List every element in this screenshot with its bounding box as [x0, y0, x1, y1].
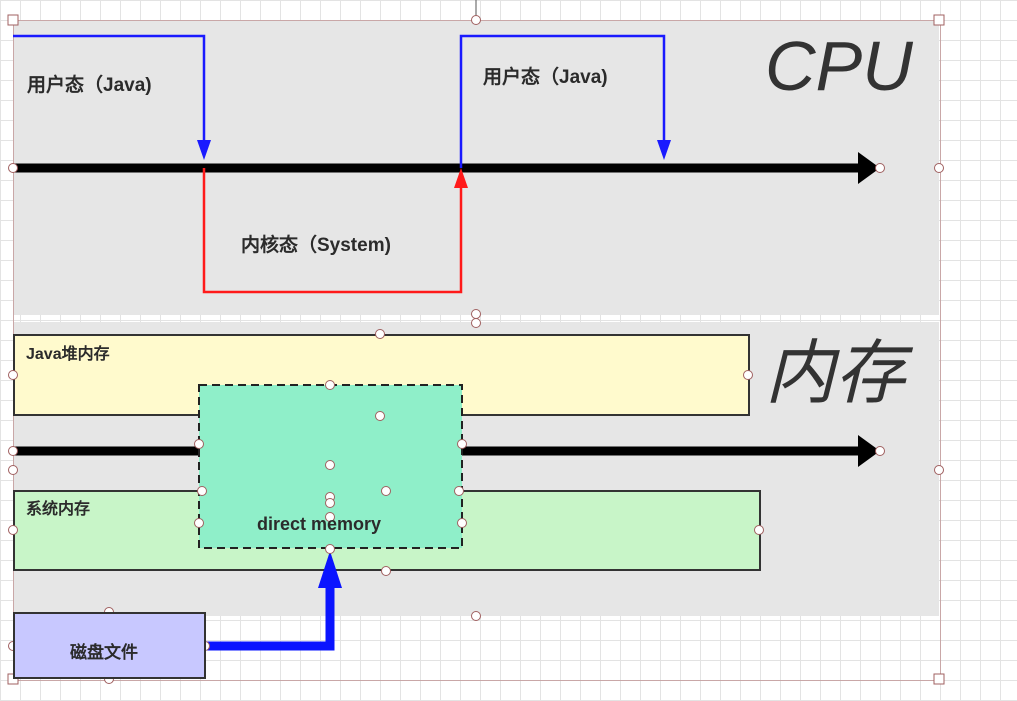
- user-mode-left-label: 用户态（Java): [27, 75, 152, 96]
- system-memory-label: 系统内存: [26, 501, 91, 518]
- disk-arrow: [205, 580, 335, 651]
- kernel-path-arrowhead: [454, 168, 468, 188]
- disk-arrow-arrowhead: [318, 551, 342, 588]
- kernel-path: [202, 168, 463, 294]
- java-heap-label: Java堆内存: [26, 346, 110, 363]
- disk-file-box[interactable]: [13, 612, 206, 679]
- disk-file-label: 磁盘文件: [70, 643, 138, 662]
- direct-memory-label: direct memory: [257, 514, 382, 534]
- user-mode-right-label: 用户态（Java): [483, 67, 608, 88]
- memory-title: 内存: [765, 334, 905, 412]
- user-path-right-arrowhead: [657, 140, 671, 160]
- user-path-left: [13, 34, 206, 148]
- cpu-title: CPU: [765, 27, 913, 105]
- kernel-mode-label: 内核态（System): [241, 235, 391, 256]
- user-path-left-arrowhead: [197, 140, 211, 160]
- memory-timeline-arrowhead: [858, 435, 880, 467]
- user-path-right: [459, 34, 666, 168]
- cpu-timeline-arrowhead: [858, 152, 880, 184]
- selection-handles: [7, 14, 945, 685]
